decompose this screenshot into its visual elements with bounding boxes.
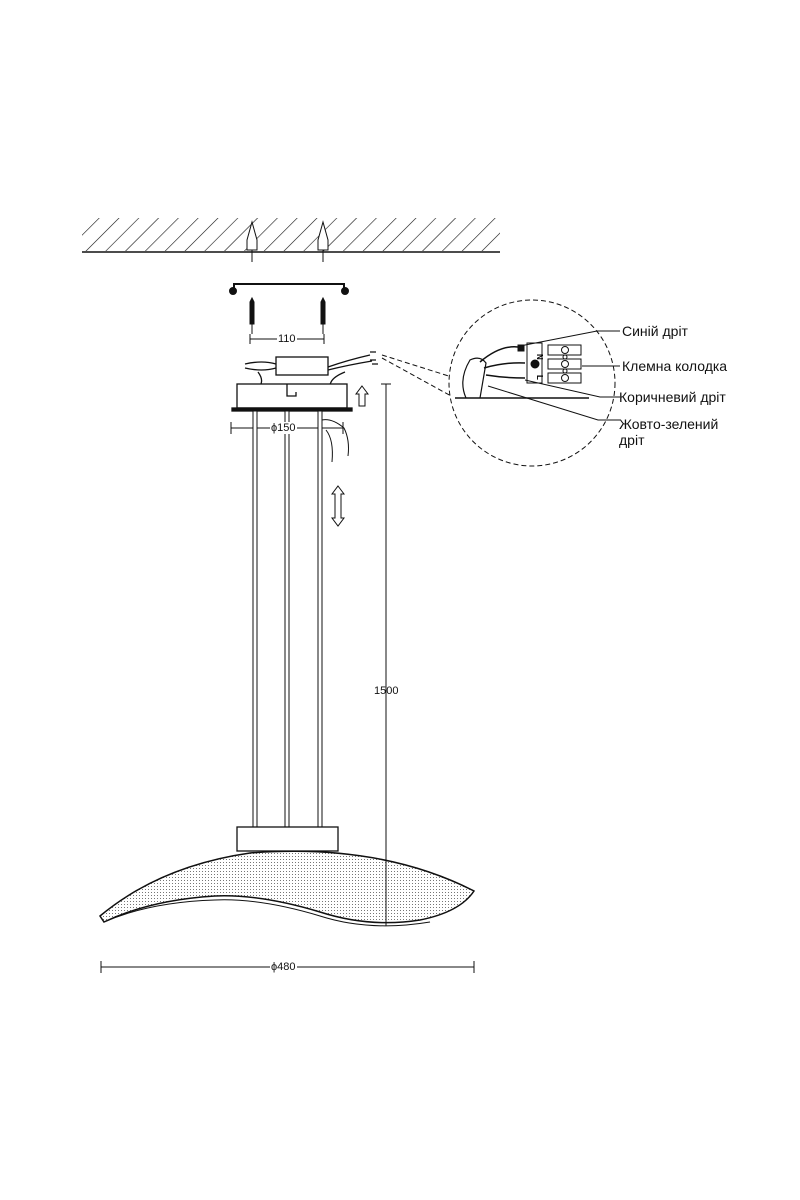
dimension-110-label: 110 <box>277 333 297 345</box>
terminal-mark-n: N <box>535 354 544 360</box>
screw-icon <box>249 296 326 334</box>
lamp-shade <box>99 850 476 924</box>
canopy <box>231 383 353 412</box>
led-driver <box>244 351 378 387</box>
terminal-mark-l: L <box>535 375 544 380</box>
callout-terminal-block: Клемна колодка <box>622 358 728 374</box>
dimension-1500-label: 1500 <box>374 685 399 697</box>
shade-fitting <box>236 826 339 852</box>
hand-icon <box>321 419 349 463</box>
callout-brown-wire: Коричневий дріт <box>619 389 726 405</box>
callout-yellow-green-wire-2: дріт <box>619 432 645 448</box>
suspension-rods <box>252 410 323 829</box>
double-arrow-icon <box>331 485 345 527</box>
mounting-bracket <box>229 283 349 295</box>
ceiling <box>82 218 500 253</box>
dimension-150-label: ϕ150 <box>270 422 297 434</box>
arrow-up-icon <box>355 385 369 407</box>
callout-blue-wire: Синій дріт <box>622 323 688 339</box>
callout-yellow-green-wire: Жовто-зелений <box>619 416 719 432</box>
dimension-1500 <box>381 383 391 926</box>
ceiling-screw-icon <box>246 220 329 262</box>
dimension-480-label: ϕ480 <box>270 961 297 973</box>
wiring-detail-view <box>381 299 620 467</box>
